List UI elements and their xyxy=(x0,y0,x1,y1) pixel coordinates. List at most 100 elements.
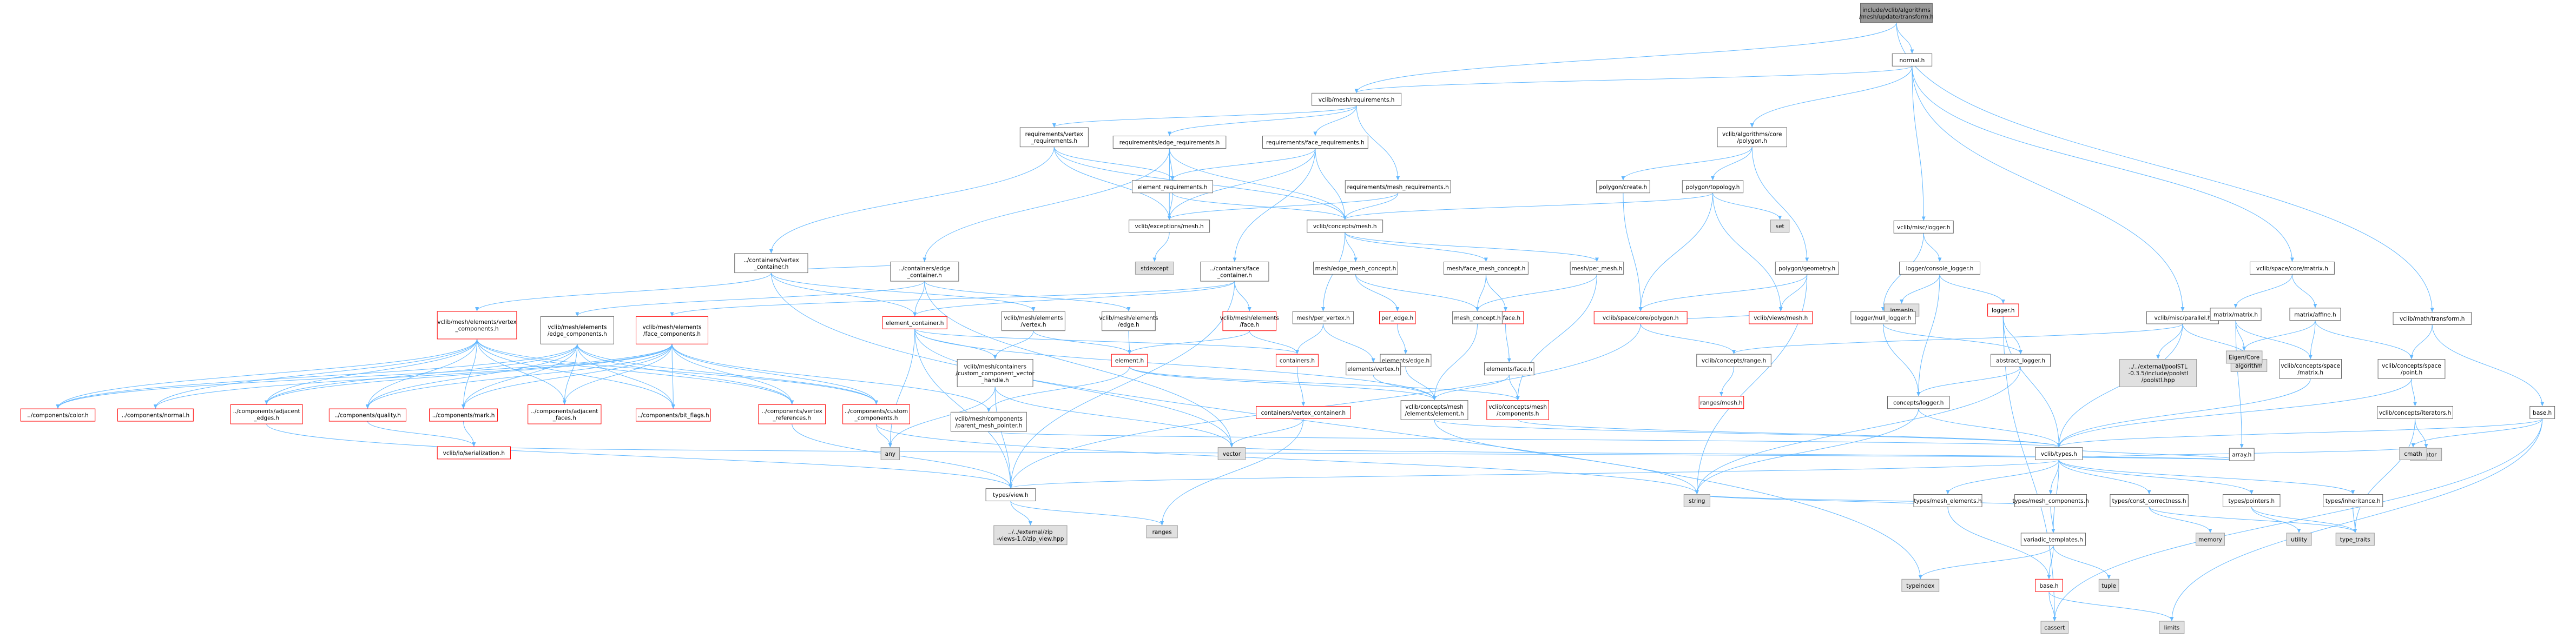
node-box[interactable] xyxy=(2119,359,2197,387)
node-box[interactable] xyxy=(230,404,303,424)
node-box[interactable] xyxy=(1486,400,1549,420)
node-cmcomp[interactable]: vclib/concepts/mesh/components.h xyxy=(1486,400,1549,420)
node-cpoint[interactable]: vclib/concepts/space/point.h xyxy=(2377,359,2446,379)
node-compcustom[interactable]: ../components/custom_components.h xyxy=(842,404,910,424)
node-box[interactable] xyxy=(1262,136,1368,149)
node-box[interactable] xyxy=(2250,261,2335,275)
node-compadjface[interactable]: ../components/adjacent_faces.h xyxy=(528,404,602,424)
node-box[interactable] xyxy=(1112,136,1227,149)
node-vmreq[interactable]: vclib/mesh/requirements.h xyxy=(1312,92,1402,106)
node-baseh[interactable]: base.h xyxy=(2529,406,2555,419)
node-vector[interactable]: vector xyxy=(1217,447,1246,460)
node-root[interactable]: include/vclib/algorithms/mesh/update/tra… xyxy=(1859,3,1934,23)
node-box[interactable] xyxy=(1444,261,1529,275)
node-polycreate[interactable]: polygon/create.h xyxy=(1596,180,1650,194)
node-box[interactable] xyxy=(1345,180,1451,194)
node-spoly[interactable]: vclib/space/core/polygon.h xyxy=(1593,311,1688,324)
node-box[interactable] xyxy=(2159,621,2185,634)
node-box[interactable] xyxy=(2279,359,2342,379)
node-spmatrix[interactable]: vclib/space/core/matrix.h xyxy=(2250,261,2335,275)
node-box[interactable] xyxy=(1893,220,1954,234)
node-box[interactable] xyxy=(2377,359,2446,379)
node-ioser[interactable]: vclib/io/serialization.h xyxy=(437,446,511,460)
node-zipview[interactable]: ../../external/zip-views-1.0/zip_view.hp… xyxy=(993,525,1068,546)
node-mevertex[interactable]: vclib/mesh/elements/vertex.h xyxy=(1002,311,1065,331)
node-cspmatrix[interactable]: vclib/concepts/space/matrix.h xyxy=(2279,359,2342,379)
node-box[interactable] xyxy=(1307,220,1383,233)
node-box[interactable] xyxy=(1129,220,1210,233)
node-eigen[interactable]: Eigen/Core xyxy=(2225,350,2263,364)
node-box[interactable] xyxy=(2399,447,2427,460)
node-box[interactable] xyxy=(429,408,498,422)
node-box[interactable] xyxy=(1596,180,1650,194)
node-box[interactable] xyxy=(20,408,96,422)
node-typeindex[interactable]: typeindex xyxy=(1901,579,1940,592)
node-memory[interactable]: memory xyxy=(2196,533,2225,546)
node-elemreq[interactable]: element_requirements.h xyxy=(1131,180,1213,194)
node-box[interactable] xyxy=(1887,396,1950,409)
node-polytopo[interactable]: polygon/topology.h xyxy=(1682,180,1744,194)
node-box[interactable] xyxy=(117,408,194,422)
node-box[interactable] xyxy=(1899,261,1981,275)
node-box[interactable] xyxy=(1484,362,1534,376)
node-meface[interactable]: vclib/mesh/elements/face.h xyxy=(1220,311,1279,331)
node-box[interactable] xyxy=(1111,354,1148,367)
node-box[interactable] xyxy=(1892,53,1933,67)
node-ppmp[interactable]: vclib/mesh/components/parent_mesh_pointe… xyxy=(950,411,1027,432)
node-peredge[interactable]: per_edge.h xyxy=(1379,311,1416,324)
node-nulllog[interactable]: logger/null_logger.h xyxy=(1850,311,1916,324)
node-mesh_edge_c[interactable]: mesh/edge_mesh_concept.h xyxy=(1313,261,1398,275)
node-meshconcept[interactable]: mesh_concept.h xyxy=(1452,311,1503,324)
node-tconst[interactable]: types/const_correctness.h xyxy=(2110,494,2189,507)
node-element[interactable]: element.h xyxy=(1111,354,1148,367)
node-tinherit[interactable]: types/inheritance.h xyxy=(2323,494,2383,507)
node-box[interactable] xyxy=(1901,579,1940,592)
node-elemvertex[interactable]: elements/vertex.h xyxy=(1346,362,1401,376)
node-consolelog[interactable]: logger/console_logger.h xyxy=(1899,261,1981,275)
node-box[interactable] xyxy=(2286,533,2312,546)
node-box[interactable] xyxy=(1850,311,1916,324)
node-conlogger[interactable]: concepts/logger.h xyxy=(1887,396,1950,409)
node-contface[interactable]: ../containers/face_container.h xyxy=(1200,261,1269,282)
node-box[interactable] xyxy=(1292,311,1354,324)
node-box[interactable] xyxy=(2210,308,2262,321)
node-box[interactable] xyxy=(437,311,517,340)
node-citer[interactable]: vclib/concepts/iterators.h xyxy=(2377,406,2453,419)
node-box[interactable] xyxy=(758,404,826,424)
node-compbit[interactable]: ../components/bit_flags.h xyxy=(636,408,711,422)
node-box[interactable] xyxy=(1275,354,1319,367)
node-base2[interactable]: base.h xyxy=(2035,579,2063,592)
node-reqvert[interactable]: requirements/vertex_requirements.h xyxy=(1019,127,1089,148)
node-ranges[interactable]: ranges xyxy=(1146,525,1178,539)
node-box[interactable] xyxy=(1313,261,1398,275)
node-box[interactable] xyxy=(882,316,947,329)
node-box[interactable] xyxy=(1990,354,2051,367)
node-box[interactable] xyxy=(2020,533,2086,546)
node-box[interactable] xyxy=(1102,311,1156,331)
node-box[interactable] xyxy=(1200,261,1269,282)
node-box[interactable] xyxy=(1593,311,1688,324)
node-perm[interactable]: mesh/per_mesh.h xyxy=(1570,261,1624,275)
node-typesh[interactable]: vclib/types.h xyxy=(2035,447,2083,460)
node-box[interactable] xyxy=(1683,494,1710,507)
node-mparallel[interactable]: vclib/misc/parallel.h xyxy=(2146,311,2219,324)
node-compmark[interactable]: ../components/mark.h xyxy=(429,408,498,422)
node-mmatrix[interactable]: matrix/matrix.h xyxy=(2210,308,2262,321)
node-box[interactable] xyxy=(1217,447,1246,460)
node-box[interactable] xyxy=(1698,396,1744,409)
node-string[interactable]: string xyxy=(1683,494,1710,507)
node-ccvh[interactable]: vclib/mesh/containers/custom_component_v… xyxy=(956,359,1035,387)
node-box[interactable] xyxy=(1749,311,1813,324)
node-loggerh[interactable]: logger.h xyxy=(1987,303,2019,317)
node-reqface[interactable]: requirements/face_requirements.h xyxy=(1262,136,1368,149)
node-cassert[interactable]: cassert xyxy=(2040,621,2068,634)
node-box[interactable] xyxy=(2289,308,2341,321)
node-box[interactable] xyxy=(2223,494,2281,507)
node-box[interactable] xyxy=(2229,448,2255,461)
node-elemface[interactable]: elements/face.h xyxy=(1484,362,1534,376)
node-box[interactable] xyxy=(2040,621,2068,634)
node-box[interactable] xyxy=(1019,127,1089,148)
node-box[interactable] xyxy=(1860,3,1933,23)
node-box[interactable] xyxy=(1346,362,1401,376)
node-compvref[interactable]: ../components/vertex_references.h xyxy=(758,404,826,424)
